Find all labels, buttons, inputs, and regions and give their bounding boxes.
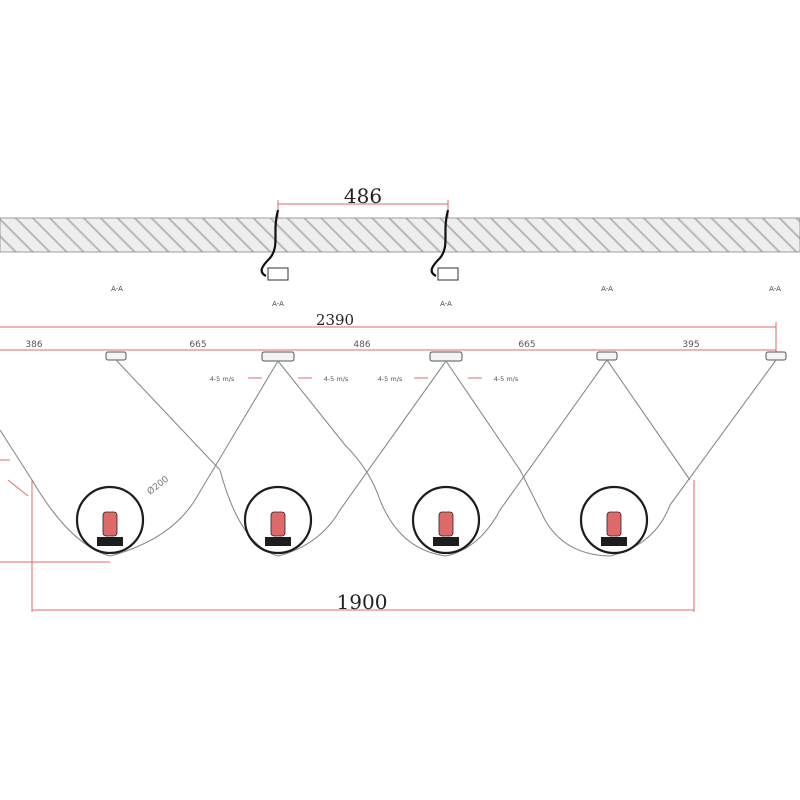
pendant-lamp (75, 485, 145, 555)
pendant-lamp (579, 485, 649, 555)
power-wire-left (260, 209, 289, 281)
ceiling-slab (0, 217, 800, 253)
left-edge-detail (0, 459, 110, 563)
segment-label: 386 (25, 340, 42, 350)
ceiling-canopy (261, 351, 295, 362)
bulb-icon (270, 511, 286, 537)
segment-label: 665 (518, 340, 535, 350)
section-tag: A-A (111, 285, 123, 293)
segment-label: 395 (682, 340, 699, 350)
segment-label: 665 (189, 340, 206, 350)
pendant-lamp (243, 485, 313, 555)
bulb-icon (606, 511, 622, 537)
ring-diameter-label: Ø200 (145, 474, 171, 498)
bulb-icon (438, 511, 454, 537)
ceiling-canopy (429, 351, 463, 362)
cable-note: 4-5 m/s (210, 375, 235, 383)
cable-note: 4-5 m/s (324, 375, 349, 383)
section-tag: A-A (272, 300, 284, 308)
cable-note-group: 4-5 m/s 4-5 m/s 4-5 m/s 4-5 m/s (210, 375, 519, 383)
pendant-lamp (411, 485, 481, 555)
top-span-label: 486 (344, 184, 382, 208)
section-tag: A-A (769, 285, 781, 293)
cable-note: 4-5 m/s (494, 375, 519, 383)
overall-width-label: 2390 (316, 311, 354, 329)
ceiling-canopy (596, 351, 618, 361)
section-tag: A-A (601, 285, 613, 293)
cable-note: 4-5 m/s (378, 375, 403, 383)
bulb-icon (102, 511, 118, 537)
segment-dimensions: 386 665 486 665 395 (0, 340, 776, 351)
bottom-span-label: 1900 (337, 590, 388, 614)
section-tag: A-A (440, 300, 452, 308)
ceiling-canopy (105, 351, 127, 361)
top-span-dimension: 486 (277, 184, 449, 218)
overall-width-dimension: 2390 (0, 311, 777, 352)
segment-label: 486 (353, 340, 370, 350)
power-wire-right (430, 209, 459, 281)
ceiling-canopy (765, 351, 787, 361)
bottom-span-dimension: 1900 (31, 480, 695, 614)
